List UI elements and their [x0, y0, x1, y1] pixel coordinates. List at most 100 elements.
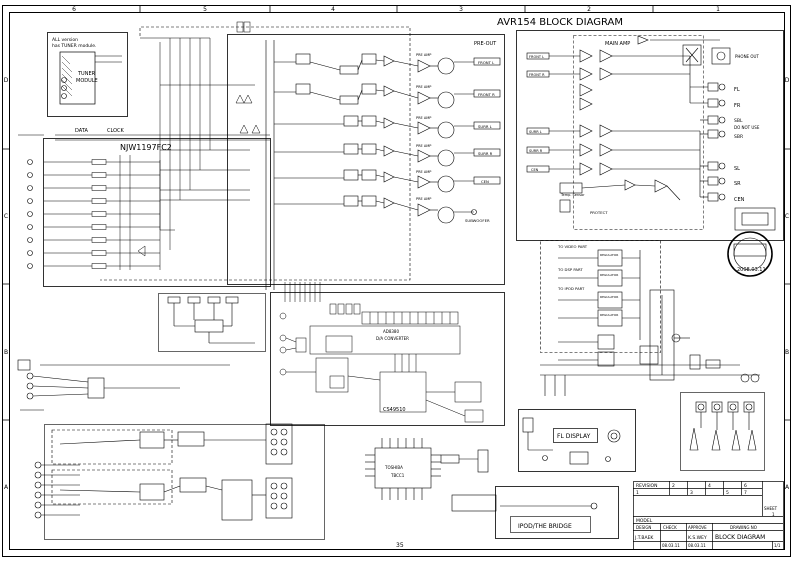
label-stamp-date: 2008.03.11	[737, 267, 766, 273]
designer-name: J.T.BAEK	[634, 535, 654, 541]
grid-row-label: D	[785, 77, 790, 84]
dsp-section: AD8380 D/A CONVERTER CS49510	[270, 282, 505, 426]
speaker-label: SL	[734, 166, 740, 172]
main-amp-input-labels: FRONT L FRONT R SURR L SURR R CEN	[529, 55, 545, 172]
sheet-label: SHEET	[764, 506, 778, 511]
design-label: DESIGN	[636, 525, 651, 530]
main-amp-heading: MAIN AMP	[605, 41, 630, 47]
revision-number: 1	[636, 490, 639, 496]
tuner-module-label-line1: TUNER	[77, 71, 96, 77]
decoder-label-line2: TBCC1	[390, 473, 405, 478]
ipod-decoder-section: TOSHIBA TBCC1	[365, 438, 497, 512]
pre-out-output-label: SURR L	[478, 124, 493, 129]
sheet-value: 1	[772, 512, 775, 517]
pre-amp-label: PRE AMP	[416, 144, 431, 148]
power-target-label: TO IPOD PART	[557, 286, 585, 291]
main-amp-input-label: FRONT L	[529, 55, 544, 59]
dsp-chip-label: CS49510	[383, 407, 406, 413]
pre-amp-label: PRE AMP	[416, 197, 431, 201]
video-io-section	[17, 359, 325, 540]
power-section: TO VIDEO PART TO DSP PART TO IPOD PART R…	[540, 240, 760, 396]
grid-row-label: B	[4, 349, 8, 356]
ipod-bridge-label: IPOD/THE BRIDGE	[518, 523, 572, 530]
grid-row-label: D	[4, 77, 9, 84]
fl-display-label: FL DISPLAY	[557, 433, 591, 440]
tuner-module-label-line2: MODULE	[76, 78, 98, 84]
tuner-section: ALL version has TUNER module. TUNER MODU…	[47, 32, 128, 117]
speaker-label: DO NOT USE	[734, 125, 760, 130]
pre-out-section: PRE-OUT	[227, 21, 505, 290]
video-switch-block	[158, 293, 266, 352]
pre-amp-label: PRE AMP	[416, 85, 431, 89]
input-selector-section: DATA CLOCK NJW1197FC2	[18, 26, 411, 287]
tuner-note-line1: ALL version	[52, 37, 78, 43]
drawing-no-label: DRAWING NO	[730, 525, 757, 530]
approve-label: APPROVE	[688, 525, 707, 530]
revision-number: 7	[744, 490, 747, 496]
output-terminal-block	[680, 392, 765, 471]
grid-column-label: 1	[716, 6, 720, 13]
revision-number: 5	[726, 490, 729, 496]
grid-column-label: 6	[72, 6, 76, 13]
power-target-label: TO DSP PART	[557, 267, 583, 272]
data-label: DATA	[75, 128, 88, 134]
grid-column-label: 3	[459, 6, 463, 13]
decoder-label-line1: TOSHIBA	[384, 465, 403, 470]
power-target-label: TO VIDEO PART	[557, 244, 588, 249]
grid-column-labels: 6 5 4 3 2 1	[72, 6, 720, 13]
approver-name: K.S.WEY	[688, 535, 707, 541]
speaker-label: FL	[734, 87, 740, 93]
regulator-label: REGULATOR	[600, 313, 618, 317]
sheet-frame	[2, 5, 791, 557]
pre-out-output-label: SURR R	[478, 151, 493, 156]
regulator-label: REGULATOR	[600, 273, 618, 277]
page-fraction: 1/1	[774, 543, 781, 548]
pre-out-output-label: CEN	[481, 179, 489, 184]
speaker-label: SR	[734, 181, 741, 187]
tuner-note-line2: has TUNER module.	[52, 43, 97, 49]
grid-row-label: C	[785, 213, 789, 220]
label-stamp: 2008.03.11	[727, 231, 773, 277]
chip-label-njw1197: NJW1197FC2	[120, 143, 172, 152]
check-label: CHECK	[663, 525, 677, 530]
temp-sensor-label: Temp. Sensor	[560, 193, 585, 197]
grid-column-label: 2	[587, 6, 591, 13]
design-date: 08.03.11	[662, 543, 680, 548]
grid-row-label: B	[785, 349, 789, 356]
pre-out-output-labels: FRONT L FRONT R SURR L SURR R CEN SUBWOO…	[465, 60, 495, 223]
diagram-title: AVR154 BLOCK DIAGRAM	[497, 17, 623, 28]
speaker-label: SBL	[734, 118, 743, 124]
pre-out-heading: PRE-OUT	[474, 41, 497, 47]
revision-number: 6	[744, 483, 747, 489]
grid-row-labels: D C B A D C B A	[4, 77, 790, 491]
model-label: MODEL	[636, 518, 653, 524]
revision-label: REVISION	[636, 483, 657, 489]
grid-column-label: 4	[331, 6, 335, 13]
pre-amp-label: PRE AMP	[416, 170, 431, 174]
pre-out-output-label: FRONT L	[478, 60, 495, 65]
regulator-label: REGULATOR	[600, 295, 618, 299]
speaker-label: FR	[734, 103, 741, 109]
front-panel-section: FL DISPLAY	[518, 409, 636, 472]
speaker-labels: FL FR SBL DO NOT USE SBR SL SR CEN	[734, 87, 760, 203]
grid-row-label: C	[4, 213, 8, 220]
main-amp-input-label: CEN	[531, 168, 539, 172]
protect-label: PROTECT	[590, 210, 608, 215]
grid-row-label: A	[4, 484, 9, 491]
pre-amp-labels: PRE AMP PRE AMP PRE AMP PRE AMP PRE AMP …	[416, 53, 431, 201]
adc-label-line2: D/A CONVERTER	[376, 336, 409, 341]
title-block: REVISION 2 4 6 1 3 5 7 SHEET 1 MODEL DES…	[633, 481, 784, 550]
approve-date: 08.03.11	[688, 543, 706, 548]
ipod-bridge-section: IPOD/THE BRIDGE	[495, 486, 619, 539]
revision-number: 2	[672, 483, 675, 489]
pre-out-output-label: SUBWOOFER	[465, 218, 490, 223]
power-target-labels: TO VIDEO PART TO DSP PART TO IPOD PART	[557, 244, 588, 291]
grid-column-label: 5	[203, 6, 207, 13]
clock-label: CLOCK	[107, 128, 125, 134]
grid-row-label: A	[785, 484, 790, 491]
pre-amp-label: PRE AMP	[416, 116, 431, 120]
main-amp-input-label: FRONT R	[529, 73, 545, 77]
regulator-label: REGULATOR	[600, 253, 618, 257]
main-amp-input-label: SURR L	[529, 130, 542, 134]
